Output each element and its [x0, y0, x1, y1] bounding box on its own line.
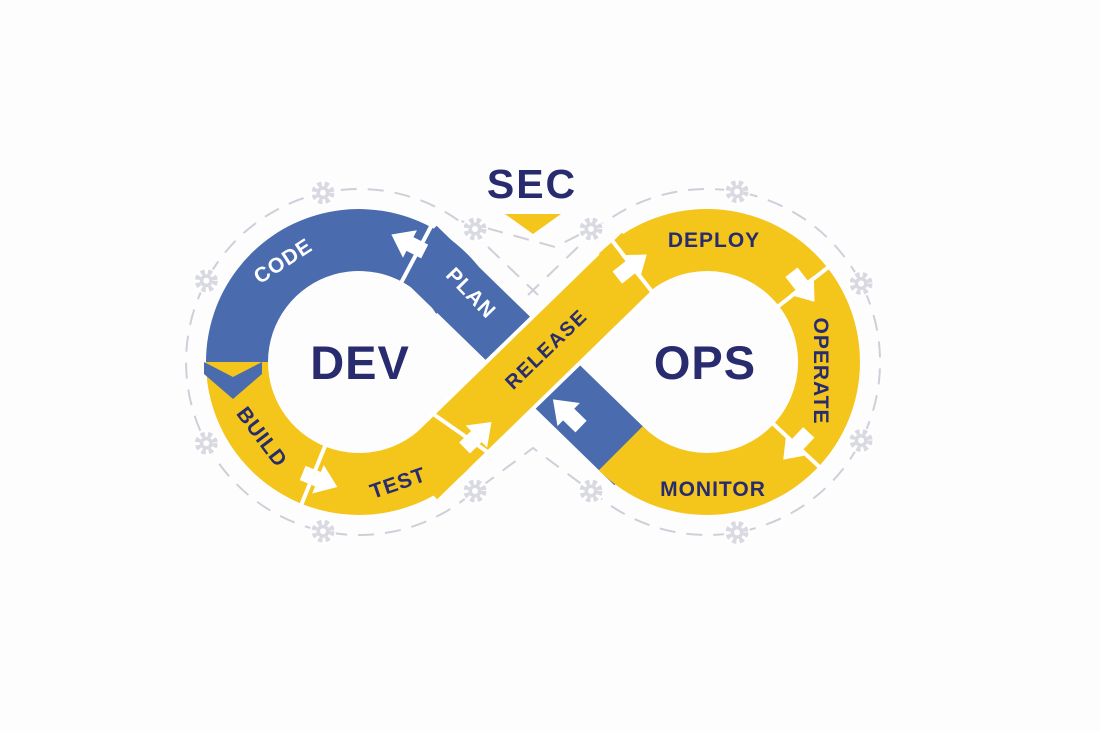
sec-title: SEC [487, 161, 577, 207]
dashed-cross-left [487, 246, 539, 296]
gear-icon [724, 179, 750, 205]
separator-test-release [429, 410, 490, 455]
ops-loop-title: OPS [654, 336, 756, 389]
segment-label-deploy: DEPLOY [668, 229, 760, 252]
gear-icon [724, 519, 750, 545]
gear-icon [310, 180, 336, 206]
gear-icon [310, 518, 336, 544]
segment-label-monitor: MONITOR [660, 478, 766, 501]
gear-icon [848, 428, 874, 454]
sec-triangle-icon [505, 214, 561, 234]
gear-icon [462, 478, 488, 504]
release-band [393, 232, 666, 500]
segment-label-operate: OPERATE [809, 318, 832, 425]
gear-icon [578, 478, 604, 504]
gear-icon [462, 216, 488, 242]
blue-chevron-arrow-icon [204, 362, 262, 399]
gear-icon [848, 271, 874, 297]
dashed-outline [185, 188, 881, 536]
dashed-cross-right [527, 246, 579, 296]
dashed-outline-path [185, 188, 881, 536]
gear-icon [193, 430, 219, 456]
dev-loop-title: DEV [310, 336, 410, 389]
gear-icon [193, 268, 219, 294]
gear-icon [578, 216, 604, 242]
